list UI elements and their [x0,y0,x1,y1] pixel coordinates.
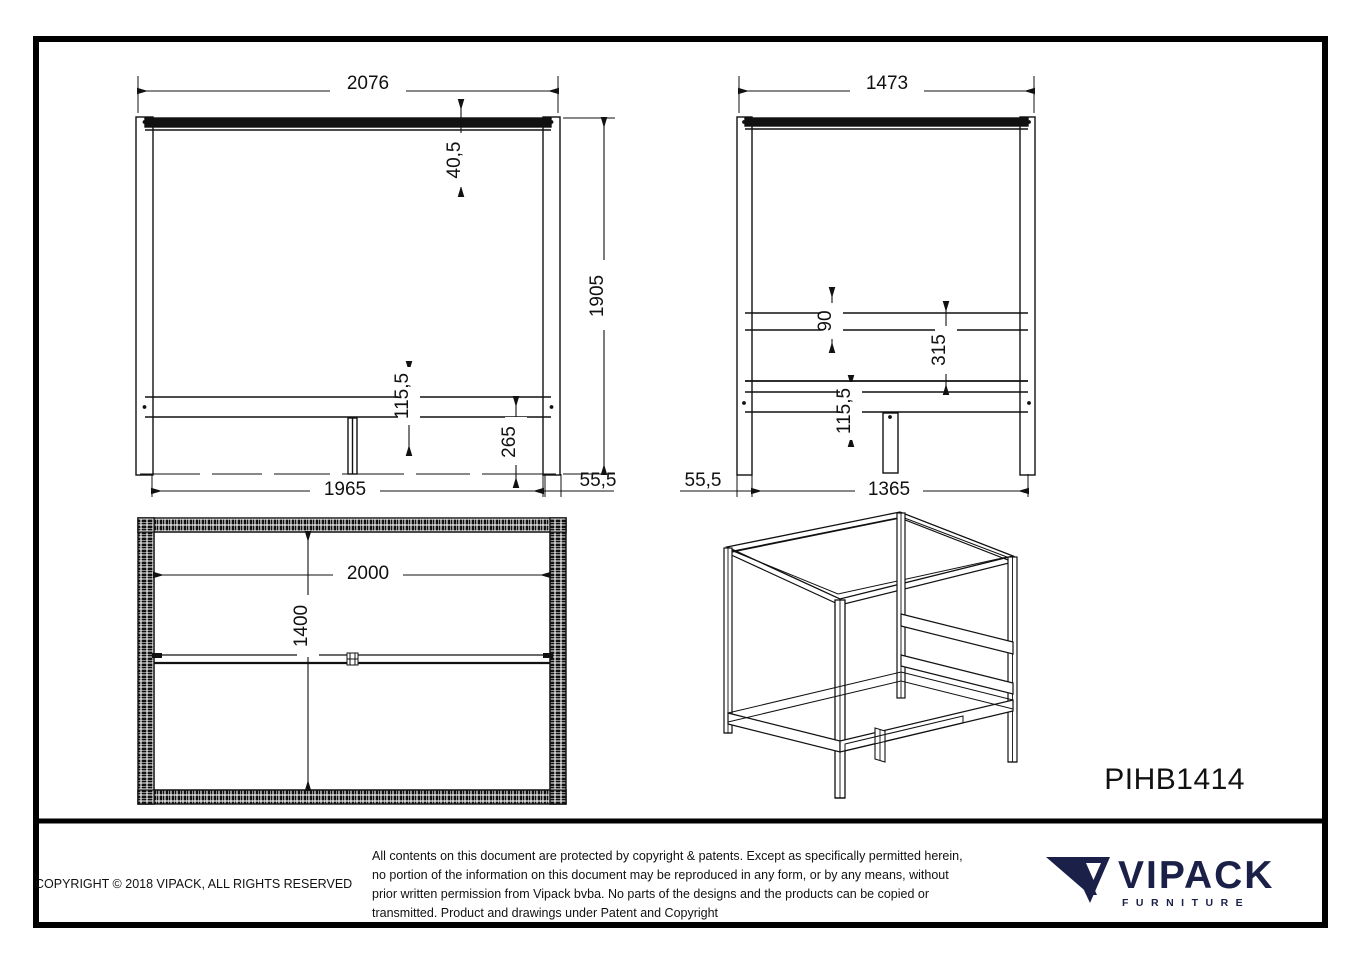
dim-label-1905: 1905 [587,275,608,317]
dim-side-rail-spacing: 315 [929,301,957,395]
dim-front-post-width: 55,5 [540,470,616,497]
dim-front-width-overall: 2076 [137,72,559,113]
disclaimer-line-1: All contents on this document are protec… [372,849,963,863]
dim-top-width: 1400 [291,531,319,791]
isometric-view [723,511,1018,799]
dim-label-1965: 1965 [324,479,366,500]
vipack-mark-icon [1046,857,1110,903]
dim-label-2000: 2000 [347,563,389,584]
dim-label-315: 315 [929,334,950,366]
disclaimer-line-3: prior written permission from Vipack bvb… [372,887,929,901]
dim-label-2076: 2076 [347,73,389,94]
disclaimer-line-4: transmitted. Product and drawings under … [372,906,719,920]
dim-label-55-5-front: 55,5 [580,470,617,491]
disclaimer-block: All contents on this document are protec… [372,849,963,920]
dim-label-1400: 1400 [291,605,312,647]
dim-label-1365: 1365 [868,479,910,500]
dim-side-inner-width: 1365 [751,474,1029,500]
dim-front-top-rail-thickness: 40,5 [444,99,472,197]
dim-label-115-5-front: 115,5 [392,373,413,419]
front-elevation-view [135,116,561,476]
product-code: PIHB1414 [1104,763,1245,796]
dim-front-inner-width: 1965 [151,474,544,500]
dim-label-90: 90 [815,310,836,331]
dim-side-mid-rail-height: 115,5 [834,375,862,447]
dim-label-1473: 1473 [866,73,908,94]
sheet-border [33,36,1328,928]
dim-side-rail-thickness: 90 [815,287,843,353]
dim-label-265: 265 [499,426,520,458]
dim-side-width-overall: 1473 [738,72,1035,113]
dim-label-115-5-side: 115,5 [834,388,855,434]
dim-front-bottom-rail-height: 265 [499,396,527,488]
dim-front-height-overall: 1905 [563,117,615,475]
dim-top-length: 2000 [153,562,551,584]
dim-label-55-5-side: 55,5 [685,470,722,491]
vipack-wordmark: VIPACK [1118,854,1274,897]
dim-label-40-5: 40,5 [444,142,465,179]
copyright-text: COPYRIGHT © 2018 VIPACK, ALL RIGHTS RESE… [35,877,352,891]
vipack-logo: VIPACK FURNITURE [1046,854,1274,909]
disclaimer-line-2: no portion of the information on this do… [372,868,949,882]
dim-front-mid-rail-height: 115,5 [392,361,420,456]
side-elevation-view [736,116,1036,476]
vipack-subtitle: FURNITURE [1122,897,1250,909]
dim-side-post-width: 55,5 [680,470,757,497]
top-plan-view [137,517,567,805]
